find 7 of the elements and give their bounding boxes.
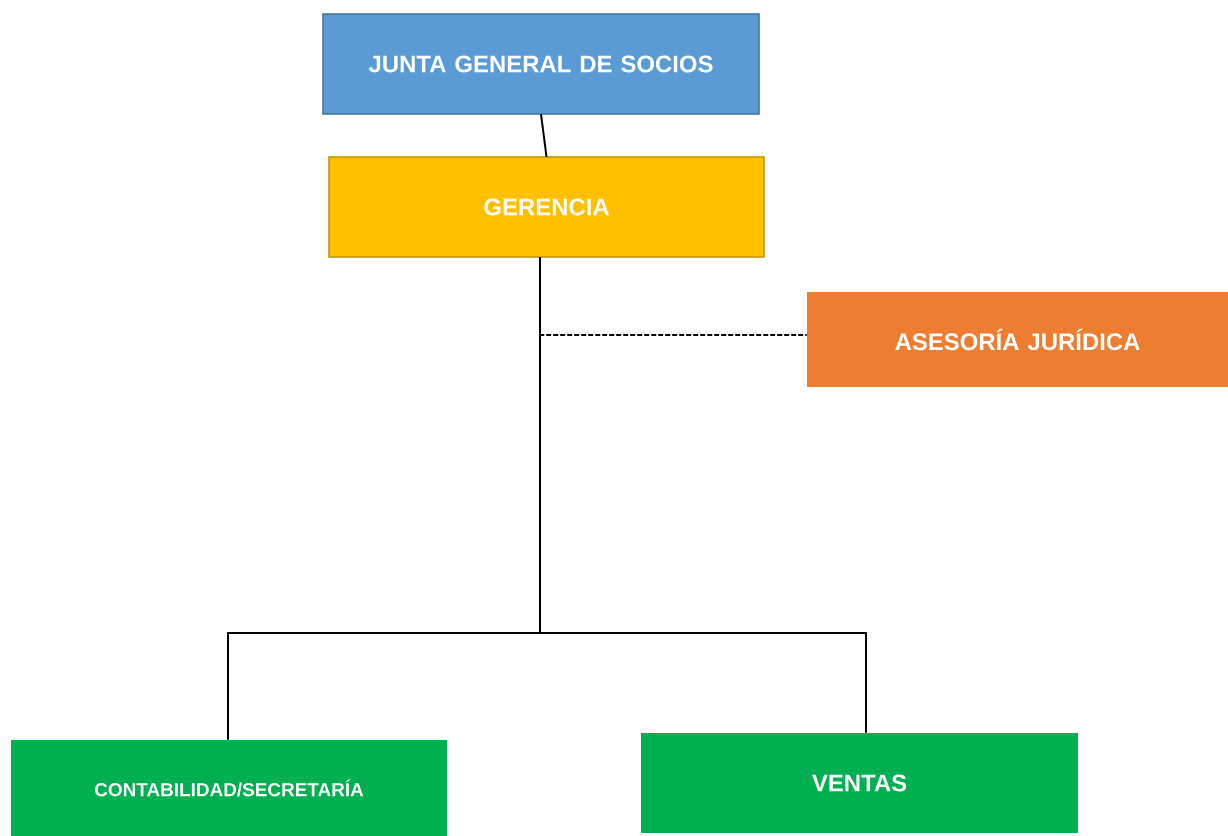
connector-line xyxy=(540,113,548,158)
connector-line xyxy=(539,256,867,734)
org-box: ASESORÍA JURÍDICA xyxy=(807,292,1228,387)
org-box: JUNTA GENERAL DE SOCIOS xyxy=(322,13,760,115)
org-box: VENTAS xyxy=(641,733,1078,833)
org-box: GERENCIA xyxy=(328,156,765,258)
org-box: CONTABILIDAD/SECRETARÍA xyxy=(11,740,447,836)
